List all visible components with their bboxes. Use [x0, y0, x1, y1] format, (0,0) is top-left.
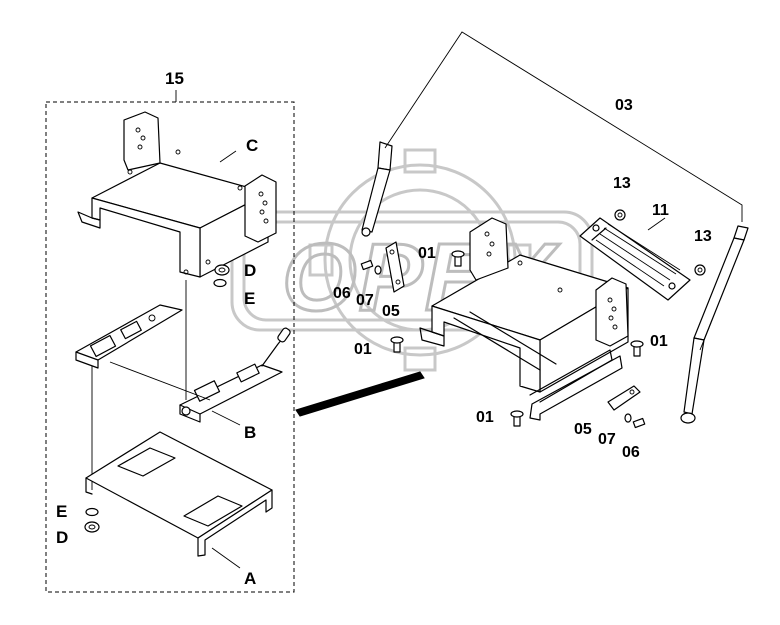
bolt-13-right — [694, 264, 706, 276]
label-07-right: 07 — [598, 431, 616, 448]
bolt-01-left — [390, 336, 404, 353]
leader-b — [211, 410, 241, 426]
hinge-bracket-05-right — [607, 385, 641, 411]
label-01-right: 01 — [650, 333, 668, 350]
label-01-left: 01 — [354, 341, 372, 358]
washer-e-lower — [85, 507, 99, 517]
washer-07-right — [624, 413, 632, 423]
upper-bracket-c — [77, 111, 277, 278]
bolt-01-right — [630, 340, 644, 357]
slide-rails-b — [75, 304, 291, 423]
label-01-bottom: 01 — [476, 409, 494, 426]
label-b: B — [244, 423, 256, 442]
label-01-top: 01 — [418, 245, 436, 262]
leader-a — [211, 547, 241, 569]
label-07-left: 07 — [356, 292, 374, 309]
nut-d-lower — [84, 521, 100, 533]
base-plate-a — [85, 431, 273, 557]
washer-e-upper — [213, 278, 227, 288]
label-13-right: 13 — [694, 228, 712, 245]
label-03: 03 — [615, 97, 633, 114]
assembly-pointer — [295, 371, 425, 417]
bolt-01-top — [451, 250, 465, 267]
watermark-banner — [230, 210, 594, 332]
main-bracket-assembly — [419, 217, 629, 421]
label-c: C — [246, 136, 258, 155]
label-13-left: 13 — [613, 175, 631, 192]
label-assembly-15: 15 — [165, 69, 184, 88]
bolt-13-left — [614, 209, 626, 221]
label-06-left: 06 — [333, 285, 351, 302]
label-a: A — [244, 569, 256, 588]
label-06-right: 06 — [622, 444, 640, 461]
washer-07-left — [374, 265, 382, 275]
leader-11 — [647, 217, 666, 231]
label-11: 11 — [652, 202, 669, 219]
cover-plate-11 — [579, 217, 691, 301]
bolt-06-left — [360, 259, 374, 271]
gas-spring-right — [680, 225, 749, 424]
label-05-right: 05 — [574, 421, 592, 438]
bolt-06-right — [632, 417, 646, 429]
hinge-bracket-05-left — [385, 241, 405, 293]
leader-c — [219, 150, 237, 163]
leader-03 — [384, 31, 743, 222]
gas-spring-left — [361, 141, 393, 237]
watermark-banner-inner — [242, 220, 582, 322]
label-d-upper: D — [244, 261, 256, 280]
label-e-upper: E — [244, 289, 255, 308]
bolt-01-bottom — [510, 410, 524, 427]
label-05-left: 05 — [382, 303, 400, 320]
nut-d-upper — [214, 264, 230, 276]
label-d-lower: D — [56, 528, 68, 547]
assembly-15-boundary — [45, 101, 295, 593]
label-e-lower: E — [56, 502, 67, 521]
